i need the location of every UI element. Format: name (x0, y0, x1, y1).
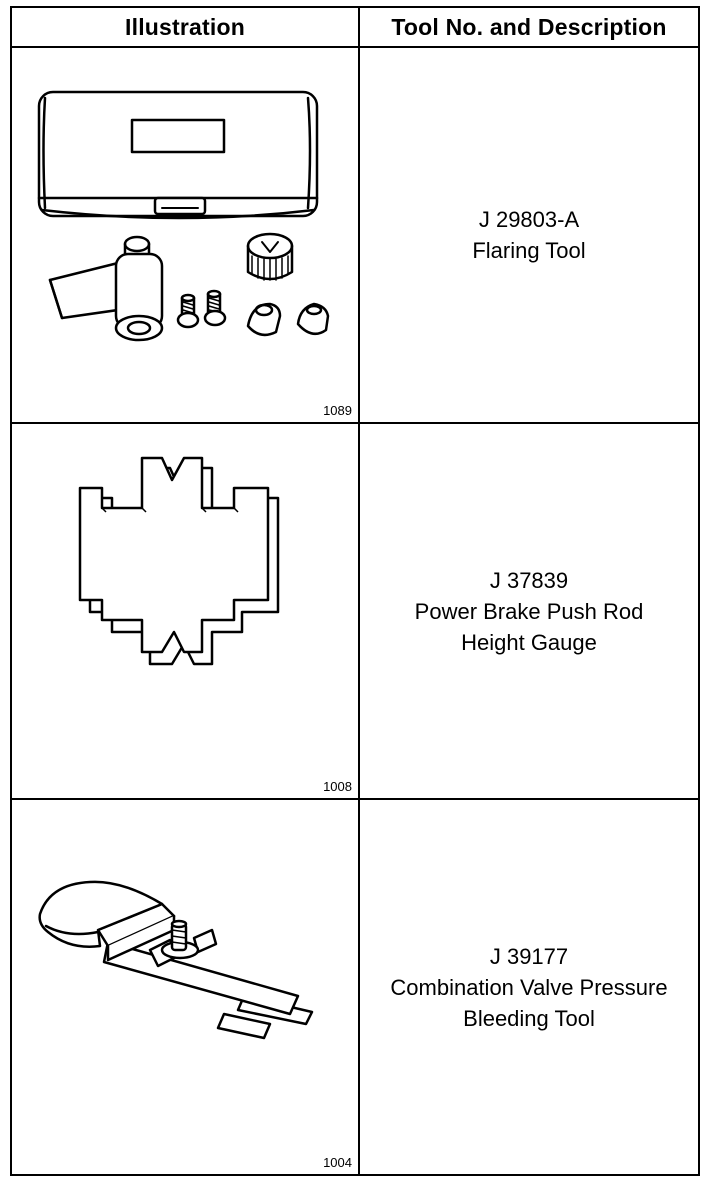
illustration-cell: 1004 (10, 798, 360, 1176)
figure-number: 1089 (323, 403, 352, 418)
figure-number: 1004 (323, 1155, 352, 1170)
tool-number: J 37839 (489, 567, 569, 593)
tool-description-cell: J 37839 Power Brake Push Rod Height Gaug… (358, 422, 700, 800)
push-rod-height-gauge-icon (78, 456, 280, 666)
tool-number: J 39177 (489, 943, 569, 969)
table-header-row: Illustration Tool No. and Description (10, 6, 700, 48)
flaring-tool-kit-icon (37, 90, 330, 342)
tool-description-line: Height Gauge (461, 629, 597, 655)
illustration-cell: 1008 (10, 422, 360, 800)
combination-valve-bleeding-tool-icon (38, 880, 314, 1040)
tool-description-line: Power Brake Push Rod (414, 598, 644, 624)
illustration-cell: 1089 (10, 46, 360, 424)
table-row: 1008 J 37839 Power Brake Push Rod Height… (10, 422, 700, 800)
special-tools-table: Illustration Tool No. and Description (10, 6, 700, 1176)
tool-number: J 29803-A (478, 207, 580, 232)
figure-number: 1008 (323, 779, 352, 794)
tool-description-line: Bleeding Tool (463, 1005, 595, 1031)
tool-description-line: Combination Valve Pressure (390, 974, 668, 1000)
table-row: 1089 J 29803-A Flaring Tool (10, 46, 700, 424)
header-illustration: Illustration (10, 6, 360, 48)
tool-description-cell: J 39177 Combination Valve Pressure Bleed… (358, 798, 700, 1176)
table-row: 1004 J 39177 Combination Valve Pressure … (10, 798, 700, 1176)
tool-description-cell: J 29803-A Flaring Tool (358, 46, 700, 424)
header-tool-description: Tool No. and Description (358, 6, 700, 48)
tool-description-line: Flaring Tool (472, 238, 586, 263)
